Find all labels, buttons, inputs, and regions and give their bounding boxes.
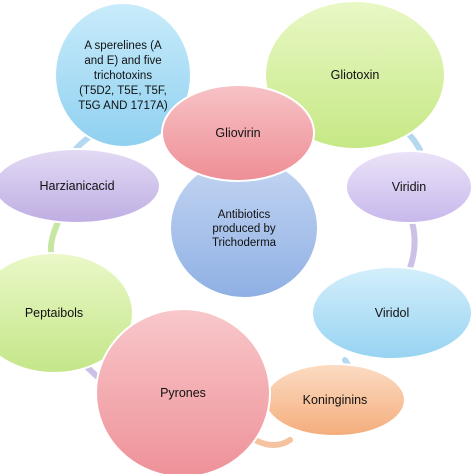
center-node-antibiotics-label: Trichoderma: [212, 237, 277, 249]
node-viridin-shape: [345, 150, 473, 224]
node-koninginins-label: Koninginins: [303, 393, 368, 407]
node-pyrones-shape: [95, 308, 271, 474]
connector-arc: [47, 219, 61, 259]
node-viridin-label: Viridin: [392, 180, 427, 194]
node-harzianicacid-shape: [0, 148, 161, 224]
node-gliotoxin: Gliotoxin: [264, 0, 446, 150]
center-node-antibiotics-label: produced by: [212, 223, 276, 235]
node-peptaibols-shape: [0, 252, 134, 374]
connector-arc: [252, 437, 293, 448]
node-asperelines-label: (T5D2, T5E, T5F,: [79, 85, 167, 97]
node-viridin: Viridin: [345, 150, 473, 224]
connector-arc: [407, 219, 418, 271]
center-node-antibiotics-label: Antibiotics: [218, 209, 271, 221]
node-asperelines: A sperelines (A and E) and five trichotoxi…: [54, 2, 192, 148]
node-peptaibols: Peptaibols: [0, 252, 134, 374]
node-gliovirin: Gliovirin: [161, 84, 315, 182]
node-harzianicacid: Harzianicacid: [0, 148, 161, 224]
node-harzianicacid-label: Harzianicacid: [39, 179, 114, 193]
node-peptaibols-label: Peptaibols: [25, 306, 83, 320]
node-gliotoxin-shape: [264, 0, 446, 150]
node-asperelines-label: T5G AND 1717A): [78, 100, 168, 112]
node-gliovirin-shape: [161, 84, 315, 182]
node-gliovirin-label: Gliovirin: [215, 126, 260, 140]
node-pyrones: Pyrones: [95, 308, 271, 474]
node-pyrones-label: Pyrones: [160, 386, 206, 400]
center-node-antibiotics: Antibiotics produced by Trichoderma: [169, 157, 319, 299]
node-viridol: Viridol: [311, 266, 473, 360]
node-koninginins: Koninginins: [264, 363, 406, 437]
node-gliotoxin-label: Gliotoxin: [331, 68, 380, 82]
node-viridol-shape: [311, 266, 473, 360]
node-asperelines-label: A sperelines (A: [84, 40, 162, 52]
node-viridol-label: Viridol: [375, 306, 410, 320]
node-asperelines-label: trichotoxins: [94, 70, 152, 82]
node-asperelines-shape: [54, 2, 192, 148]
node-asperelines-label: and E) and five: [84, 55, 161, 67]
